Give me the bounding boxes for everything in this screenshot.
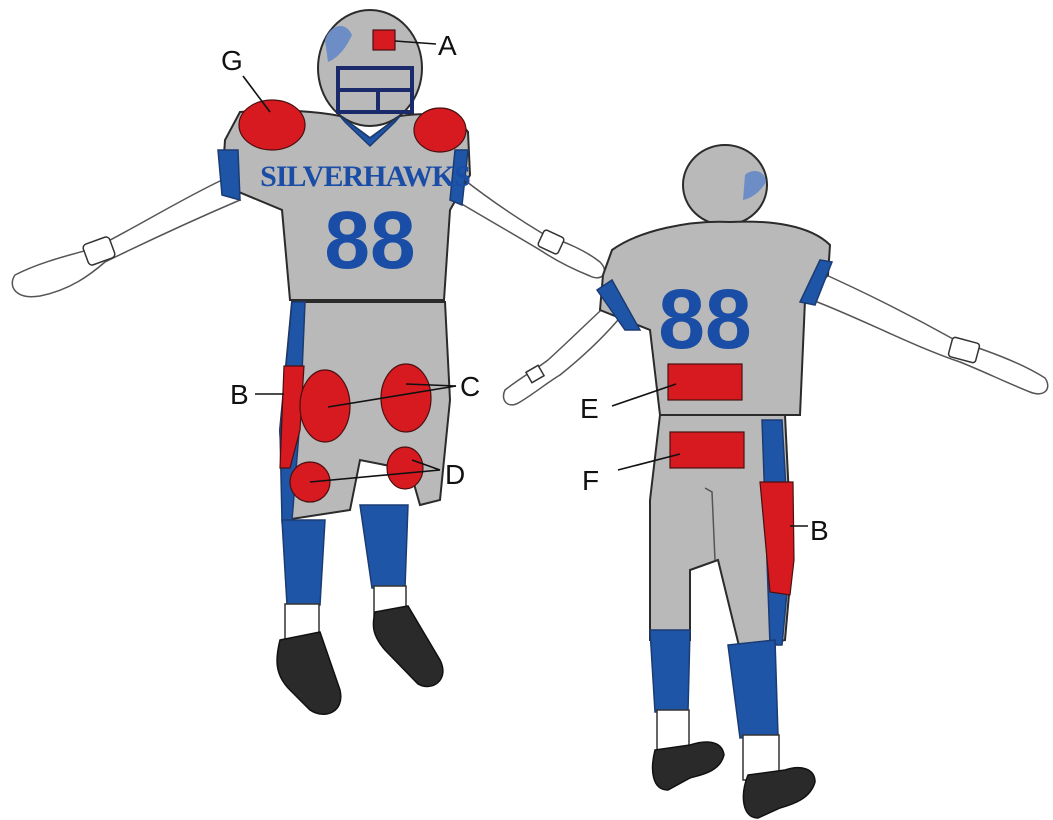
front-right-shoe — [277, 632, 341, 714]
label-g: G — [221, 45, 243, 76]
label-f: F — [582, 465, 599, 496]
back-left-arm — [503, 300, 618, 405]
label-c: C — [460, 371, 480, 402]
label-b-back: B — [810, 515, 829, 546]
sensor-f-waist — [670, 432, 744, 468]
label-d: D — [445, 459, 465, 490]
back-jersey-number: 88 — [658, 272, 751, 366]
sensor-g-left-shoulder — [414, 108, 466, 152]
label-b-front: B — [230, 379, 249, 410]
front-team-name: SILVERHAWKS — [260, 160, 470, 193]
sensor-g-right-shoulder — [239, 100, 305, 150]
front-left-arm — [455, 178, 605, 278]
sensor-e-lower-back — [668, 364, 742, 400]
back-left-shoe — [653, 742, 724, 790]
label-e: E — [580, 393, 599, 424]
front-right-sock — [282, 520, 325, 605]
sensor-d-left-knee — [387, 447, 423, 489]
back-right-shoe — [743, 768, 815, 818]
front-right-wristband — [82, 236, 116, 266]
sensor-c-right-thigh — [300, 370, 350, 442]
front-player: SILVERHAWKS 88 — [12, 10, 604, 714]
front-right-arm — [12, 180, 240, 297]
front-left-sock — [360, 505, 408, 588]
back-left-sock — [650, 630, 690, 712]
sensor-c-left-thigh — [381, 364, 431, 432]
back-right-arm — [812, 270, 1048, 394]
front-right-sleeve-stripe — [218, 150, 240, 200]
sensor-a-helmet — [373, 30, 395, 50]
front-left-shoe — [373, 606, 443, 687]
label-a: A — [438, 30, 457, 61]
back-right-sock — [728, 640, 778, 738]
front-jersey-number: 88 — [324, 195, 415, 286]
